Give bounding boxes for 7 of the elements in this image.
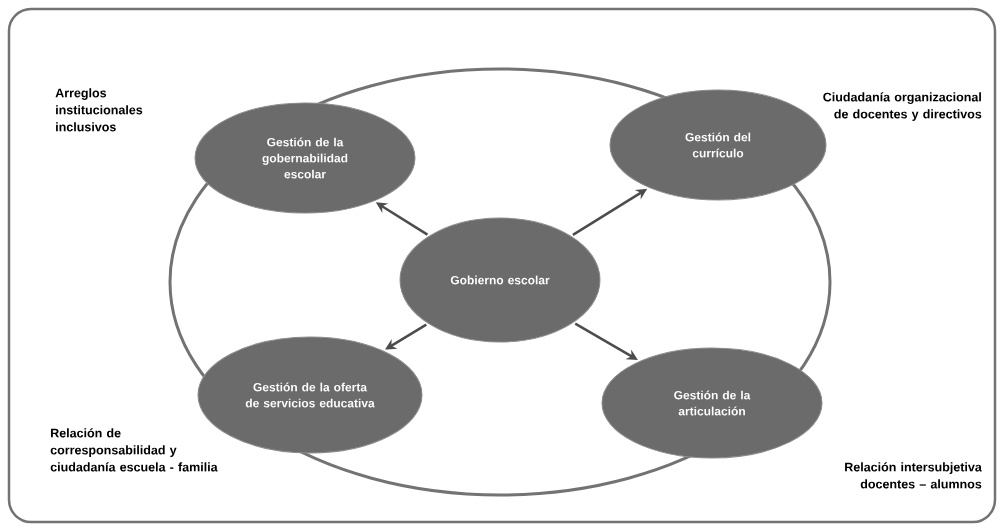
arrow <box>385 323 427 350</box>
corner-label: Relación intersubjetiva docentes – alumnos <box>845 462 982 489</box>
ellipse-node: Gestión de la gobernabilidad escolar <box>194 102 416 214</box>
ellipse-node: Gobierno escolar <box>399 217 601 343</box>
ellipse-node: Gestión de la oferta de servicios educativa <box>197 336 423 454</box>
ellipse-node: Gestión de la articulación <box>601 347 823 459</box>
corner-label: Arreglos institucionales inclusivos <box>55 88 143 132</box>
